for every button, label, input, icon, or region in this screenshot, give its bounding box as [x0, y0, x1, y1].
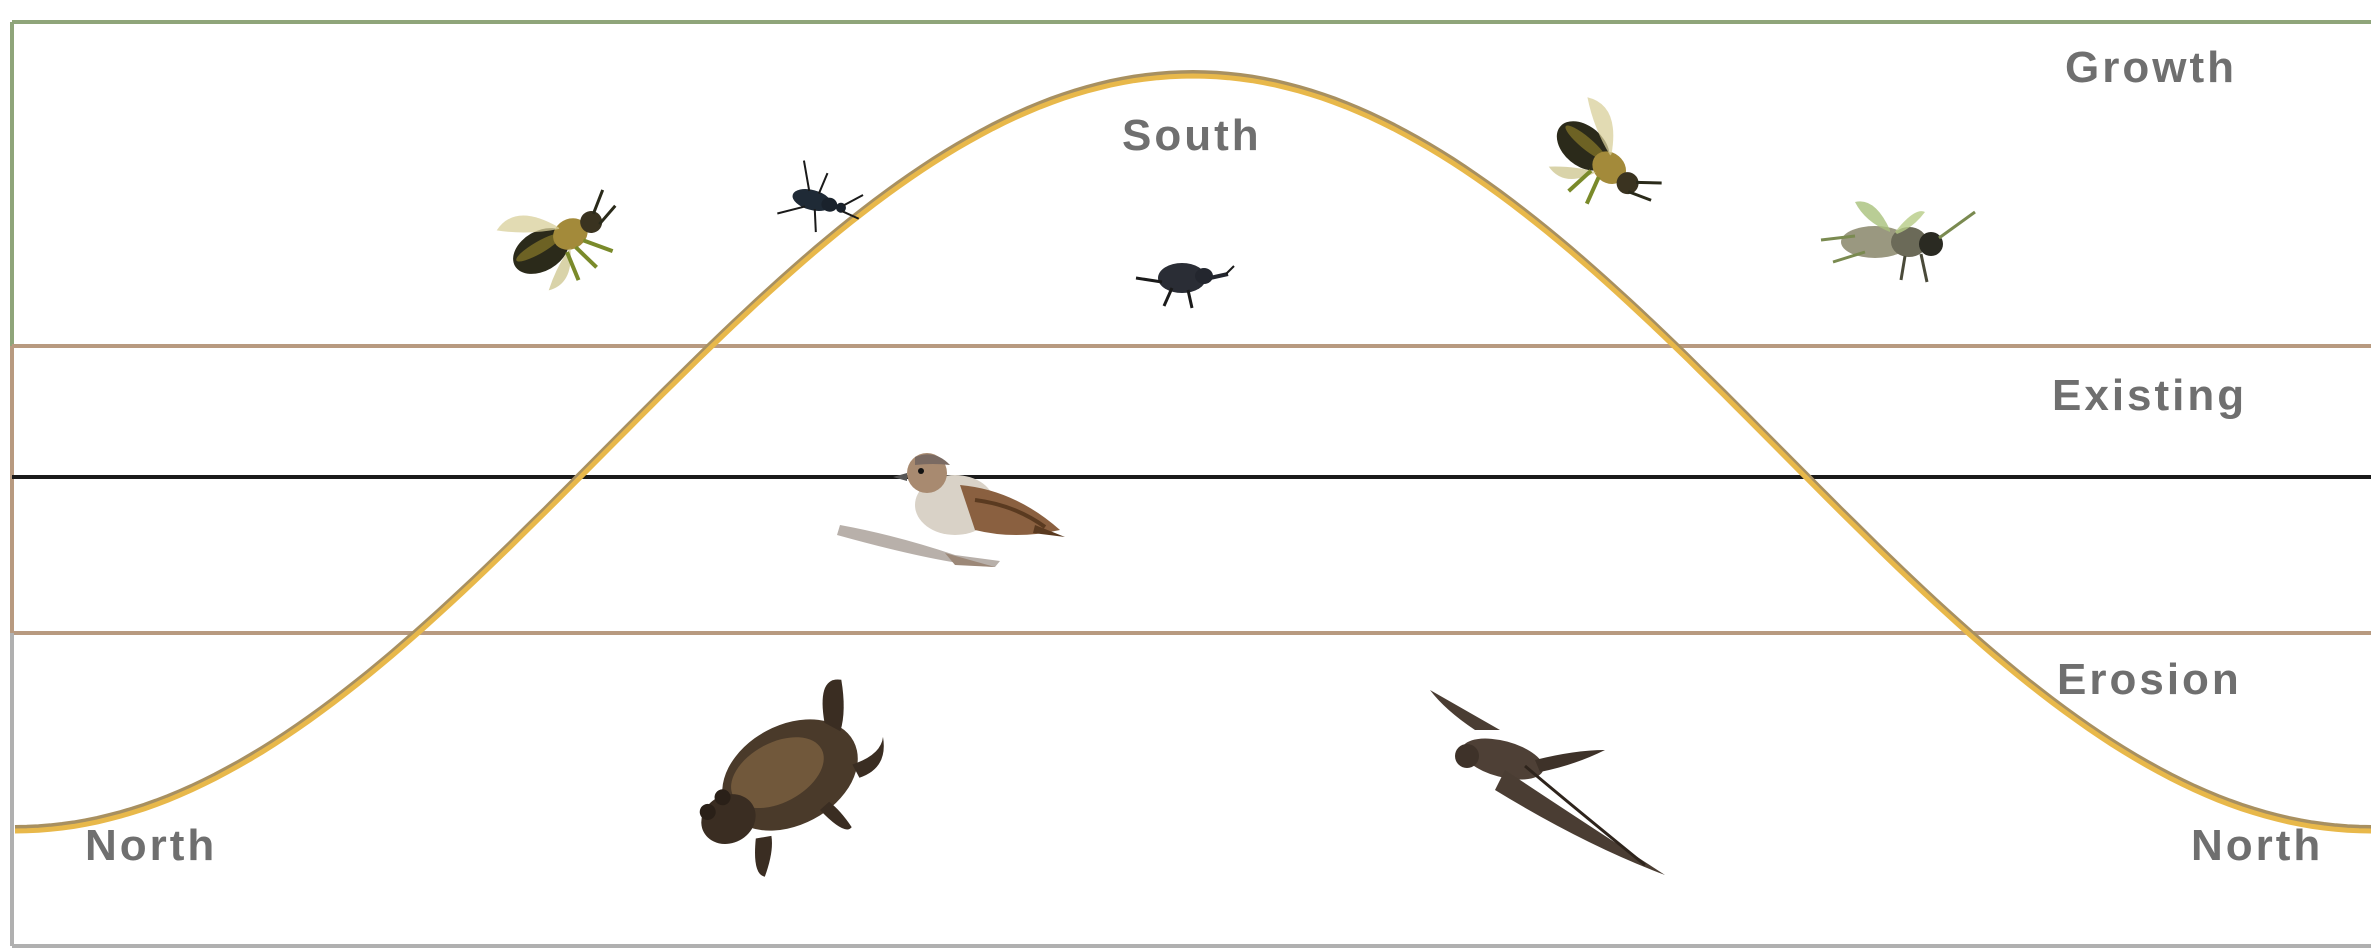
zone-borders: [12, 22, 2371, 946]
bee-icon: [493, 169, 638, 304]
north-south-curve: [15, 76, 2371, 831]
swift-icon: [1430, 690, 1665, 875]
erosion-label: Erosion: [2057, 655, 2242, 704]
weevil-icon: [1136, 263, 1234, 308]
south-label: South: [1122, 111, 1262, 160]
beetle-icon: [775, 157, 869, 241]
curve-shadow: [15, 73, 2371, 828]
fly-icon: [1821, 201, 1975, 282]
sparrow-icon: [837, 453, 1065, 567]
bee-icon: [1532, 93, 1678, 236]
north-right-label: North: [2191, 821, 2323, 870]
north-left-label: North: [85, 821, 217, 870]
growth-label: Growth: [2065, 43, 2237, 92]
existing-label: Existing: [2052, 371, 2247, 420]
bat-icon: [669, 672, 915, 892]
